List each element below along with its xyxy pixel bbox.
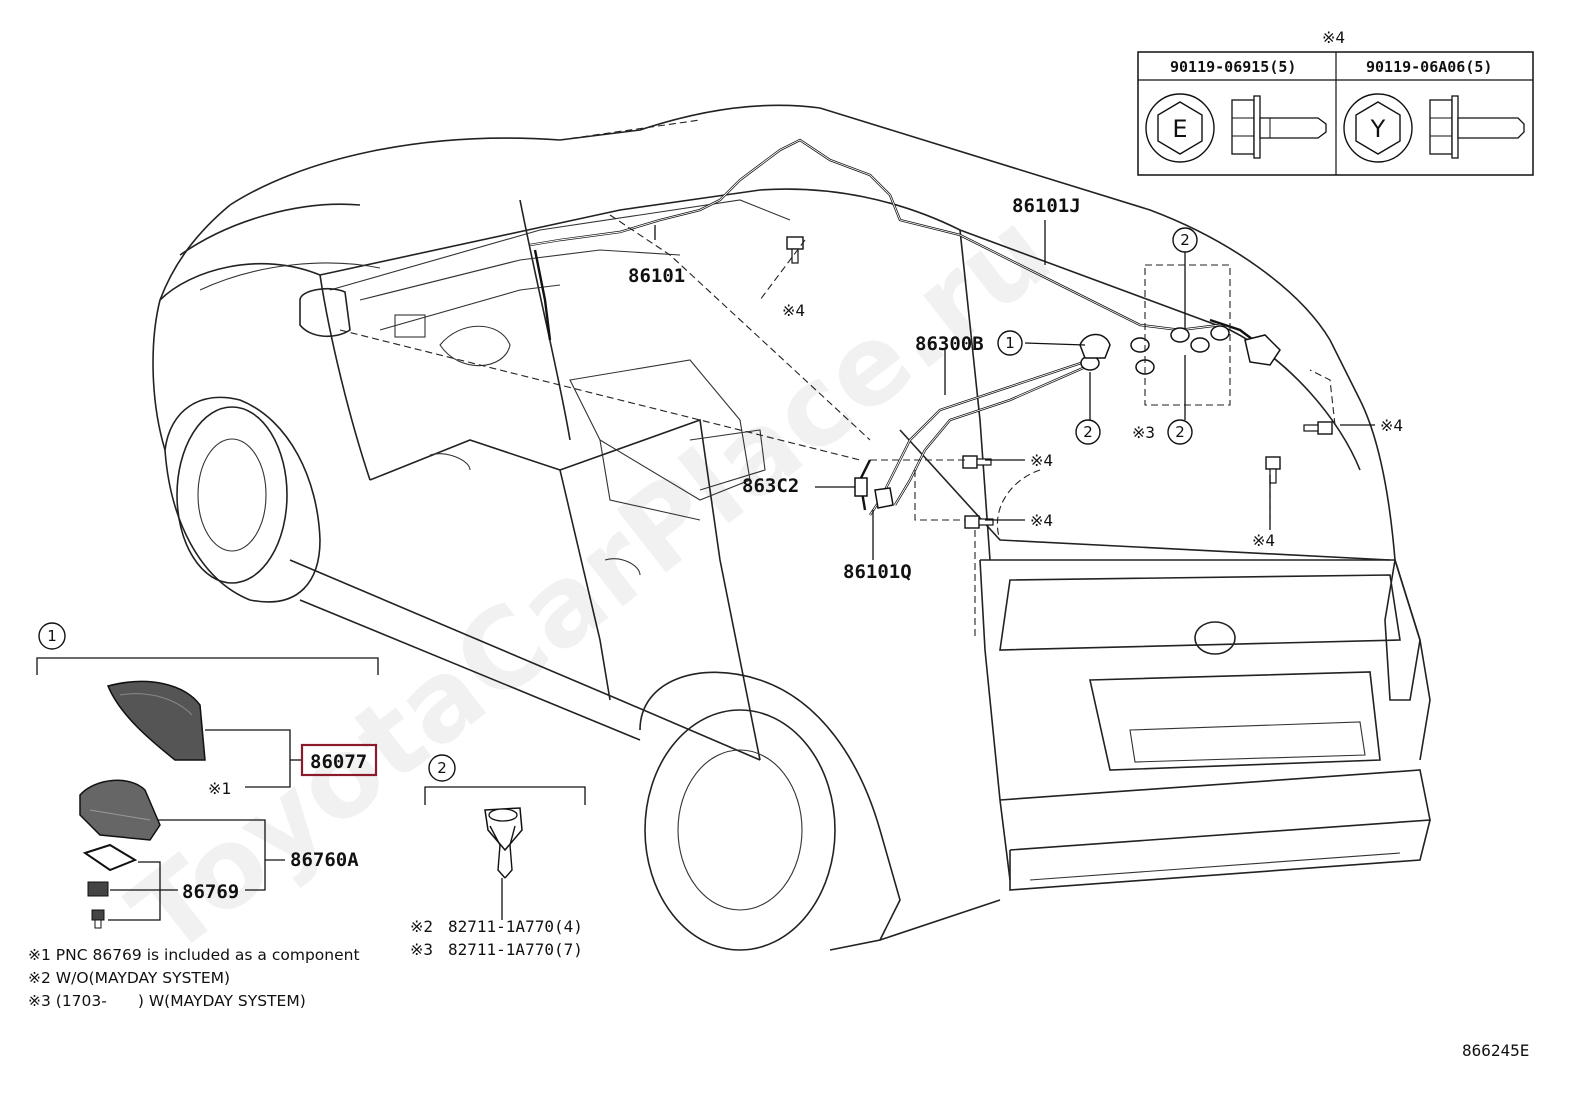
highlight-box [300, 743, 378, 777]
callout-86101: 86101 [628, 265, 685, 287]
fastener-table-ref: ※4 [1322, 28, 1345, 47]
bolt-icon [1303, 421, 1333, 435]
nut-icon [87, 881, 109, 897]
clip-detail: 2 ※2 82711-1A770(4) ※3 82711-1A770(7) [410, 754, 586, 959]
leader-lines [654, 220, 1375, 560]
svg-text:Y: Y [1370, 115, 1386, 143]
bolt-icon [964, 515, 994, 529]
fastener-part-number: 90119-06915(5) [1170, 58, 1296, 76]
footnotes: ※1 PNC 86769 is included as a component … [28, 946, 360, 1010]
antenna-assembly-detail: 1 ※1 86077 86760A 86769 [36, 622, 379, 929]
diagram-id: 866245E [1462, 1041, 1529, 1060]
bolt-icon [786, 236, 804, 264]
svg-text:2: 2 [1083, 423, 1093, 441]
ref-note-4: ※4 [1252, 531, 1275, 550]
fastener-part-number: 90119-06A06(5) [1366, 58, 1492, 76]
clip-icon [484, 807, 523, 879]
callout-86101Q: 86101Q [843, 561, 912, 583]
svg-text:2: 2 [1180, 231, 1190, 249]
fastener-table: ※4 90119-06915(5) 90119-06A06(5) E Y [1137, 28, 1534, 176]
bolt-icon [1265, 456, 1281, 484]
clip-part-number: 82711-1A770(4) [448, 917, 583, 936]
svg-text:1: 1 [1005, 334, 1015, 352]
gasket-icon [82, 843, 138, 872]
callout-863C2: 863C2 [742, 475, 799, 497]
footnote: ※1 PNC 86769 is included as a component [28, 946, 360, 964]
antenna-base-icon [79, 779, 161, 841]
ref-note-1: ※1 [208, 779, 231, 798]
callout-86300B: 86300B [915, 333, 984, 355]
group-marker-2: 2 [1172, 227, 1198, 253]
bolt-head-icon: Y [1343, 93, 1413, 163]
callout-86769: 86769 [182, 881, 239, 903]
group-marker-1: 1 [997, 330, 1023, 356]
watermark: ToyotaCarPlace.ru [107, 186, 1073, 980]
group-marker-1: 1 [47, 627, 57, 645]
vehicle-outline [152, 104, 1431, 951]
callout-86077[interactable]: 86077 [310, 751, 367, 773]
ref-note-4: ※4 [1030, 451, 1053, 470]
bolts [786, 236, 1333, 529]
callout-86760A: 86760A [290, 849, 359, 871]
clip-part-number: 82711-1A770(7) [448, 940, 583, 959]
bolt-icon [962, 455, 992, 469]
group-marker-2: 2 [437, 759, 447, 777]
clip-note-mark: ※3 [410, 940, 433, 959]
group-marker-2: 2 [1167, 419, 1193, 445]
callout-86101J: 86101J [1012, 195, 1081, 217]
footnote: ※3 (1703- ) W(MAYDAY SYSTEM) [28, 992, 306, 1010]
ref-note-4: ※4 [782, 301, 805, 320]
clip-note-mark: ※2 [410, 917, 433, 936]
footnote: ※2 W/O(MAYDAY SYSTEM) [28, 969, 230, 987]
ref-note-4: ※4 [1030, 511, 1053, 530]
svg-text:2: 2 [1175, 423, 1185, 441]
ref-note-3: ※3 [1132, 423, 1155, 442]
svg-text:E: E [1172, 115, 1187, 143]
ref-note-4: ※4 [1380, 416, 1403, 435]
antenna-cover-icon [106, 680, 206, 761]
bolt-side-icon [1231, 95, 1327, 159]
bolt-head-icon: E [1145, 93, 1215, 163]
group-marker-2: 2 [1075, 419, 1101, 445]
screw-icon [91, 909, 105, 929]
bolt-side-icon [1429, 95, 1525, 159]
